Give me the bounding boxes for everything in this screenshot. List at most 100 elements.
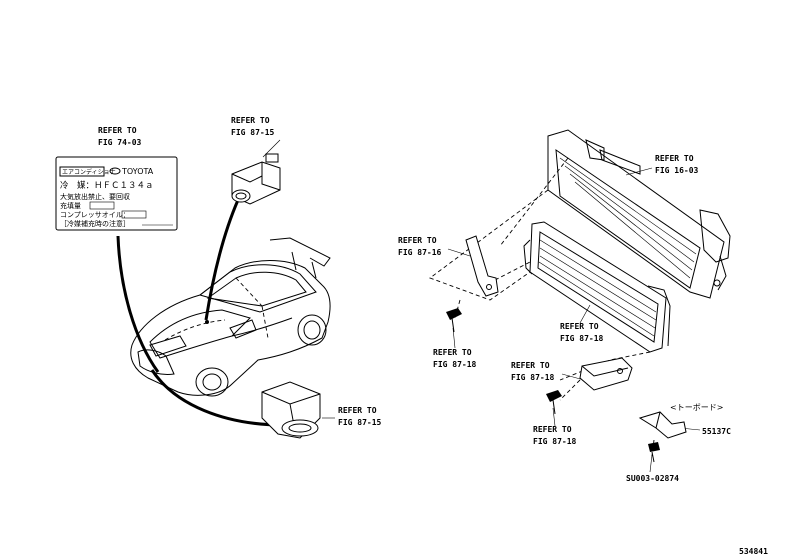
car-label-location-dot — [205, 320, 209, 324]
bracket-right-hole — [617, 368, 623, 374]
radiator-fins — [559, 157, 697, 279]
leader-sensor-bottom-to-car — [150, 369, 284, 427]
part-number-55137c[interactable]: 55137C — [702, 427, 731, 436]
car-rear-wheel — [297, 314, 327, 346]
radiator[interactable] — [547, 129, 731, 299]
bracket-right[interactable] — [579, 357, 633, 391]
bracket-location-note: <トーボード> — [670, 403, 723, 412]
radiator-cap-mount — [585, 139, 605, 161]
radiator-top-tank — [599, 149, 641, 175]
label-row5: ［冷媒補充時の注意］ — [60, 219, 130, 228]
bracket-55137c[interactable] — [638, 411, 687, 439]
callout-sensor-bottom-fig87-15[interactable]: REFER TO FIG 87-15 — [338, 406, 382, 427]
bracket-55137c-body — [638, 411, 687, 439]
condenser-core — [537, 231, 659, 343]
condenser-right-tank — [647, 285, 671, 347]
label-row4: コンプレッサオイル： — [60, 211, 130, 219]
callout-sensor-top-fig87-15[interactable]: REFER TO FIG 87-15 — [231, 116, 275, 137]
bolt-right-head — [546, 390, 562, 402]
bracket-left[interactable] — [465, 235, 499, 297]
callout-bracket-left-fig87-16[interactable]: REFER TO FIG 87-16 — [398, 236, 442, 257]
bracket-left-hole — [486, 284, 492, 290]
callout-line1: REFER TO — [533, 425, 572, 434]
guide-bracket-right-to-bolt — [559, 379, 581, 401]
condenser-fins — [538, 239, 657, 337]
sensor-top-connector — [265, 153, 279, 163]
car-windshield — [206, 271, 307, 307]
callout-line2: FIG 87-18 — [433, 360, 477, 369]
car-rear-wheel-hub — [303, 320, 321, 340]
car-spoiler-wing — [269, 237, 331, 267]
sensor-bottom[interactable] — [261, 381, 321, 439]
label-row3: 充填量 — [60, 201, 81, 210]
radiator-frame — [547, 129, 725, 299]
label-oil-box — [121, 210, 147, 219]
bolt-right-shank — [552, 399, 556, 415]
bolt-left-shank — [451, 317, 455, 333]
leader-label-to-car — [116, 235, 160, 373]
car-hood — [149, 309, 251, 359]
label-header: エアコンディショナ — [62, 168, 116, 176]
sensor-top[interactable] — [231, 153, 281, 205]
callout-line1: REFER TO — [511, 361, 550, 370]
leader-ref-bolt-right — [552, 407, 556, 427]
callout-line2: FIG 87-18 — [533, 437, 577, 446]
callout-line1: REFER TO — [338, 406, 377, 415]
callout-condenser-fig87-18[interactable]: REFER TO FIG 87-18 — [560, 322, 604, 343]
bracket-right-body — [579, 357, 633, 391]
sensor-top-lens-inner — [235, 192, 247, 200]
callout-line1: REFER TO — [398, 236, 437, 245]
callout-line1: REFER TO — [560, 322, 599, 331]
bracket-left-body — [465, 235, 499, 297]
callout-bolt-right-fig87-18[interactable]: REFER TO FIG 87-18 — [533, 425, 577, 446]
label-fill-box — [89, 201, 115, 210]
part-number-su003-02874[interactable]: SU003-02874 — [626, 474, 679, 483]
label-header-box — [59, 166, 105, 177]
callout-bracket-right-fig87-18[interactable]: REFER TO FIG 87-18 — [511, 361, 555, 382]
car-spoiler-struts — [291, 251, 317, 279]
callout-line2: FIG 16-03 — [655, 166, 699, 175]
label-row2: 大気放出禁止、要回収 — [60, 192, 130, 201]
figure-id: 534841 — [739, 547, 768, 556]
callout-line1: REFER TO — [655, 154, 694, 163]
guide-radiator-top — [499, 157, 569, 247]
callout-bolt-left-fig87-18[interactable]: REFER TO FIG 87-18 — [433, 348, 477, 369]
callout-label-fig74[interactable]: REFER TO FIG 74-03 — [98, 126, 142, 147]
condenser-left-tank — [523, 239, 533, 275]
radiator-drain — [713, 279, 721, 287]
clip-su003[interactable] — [648, 442, 660, 463]
ac-warning-label[interactable]: エアコンディショナ TOYOTA 冷 媒：ＨＦＣ１３４ａ 大気放出禁止、要回収 … — [55, 156, 178, 231]
bolt-right[interactable] — [546, 390, 562, 415]
radiator-outlet — [717, 255, 727, 291]
guide-radiator-to-bracket — [429, 189, 549, 301]
car-headlight-left — [149, 335, 187, 357]
condenser[interactable] — [523, 221, 671, 353]
bracket-right-fold — [581, 365, 629, 377]
sensor-top-face — [231, 173, 263, 183]
callout-line2: FIG 87-18 — [560, 334, 604, 343]
bracket-55137c-fold — [655, 411, 661, 429]
bolt-left[interactable] — [446, 308, 462, 333]
callout-line1: REFER TO — [98, 126, 137, 135]
label-row1: 冷 媒：ＨＦＣ１３４ａ — [60, 180, 154, 191]
car-outline[interactable] — [130, 237, 331, 397]
car-side-line — [231, 317, 293, 337]
toyota-logo-icon — [109, 167, 121, 175]
callout-line2: FIG 87-18 — [511, 373, 555, 382]
radiator-side-tank — [699, 209, 731, 263]
leader-ref-condenser — [579, 304, 591, 324]
leader-part-su003 — [649, 454, 653, 473]
label-border — [55, 156, 178, 231]
leader-lines — [116, 139, 701, 473]
car-front-wheel-hub — [202, 373, 222, 391]
callout-line1: REFER TO — [433, 348, 472, 357]
callout-line1: REFER TO — [231, 116, 270, 125]
callout-radiator-fig16-03[interactable]: REFER TO FIG 16-03 — [655, 154, 699, 175]
car-hood-line — [164, 319, 226, 341]
condenser-frame — [529, 221, 667, 353]
callout-line2: FIG 74-03 — [98, 138, 142, 147]
clip-head — [648, 442, 660, 452]
car-door-line — [261, 305, 269, 339]
callout-line2: FIG 87-15 — [231, 128, 275, 137]
leader-sensor-top-to-car — [204, 199, 240, 321]
